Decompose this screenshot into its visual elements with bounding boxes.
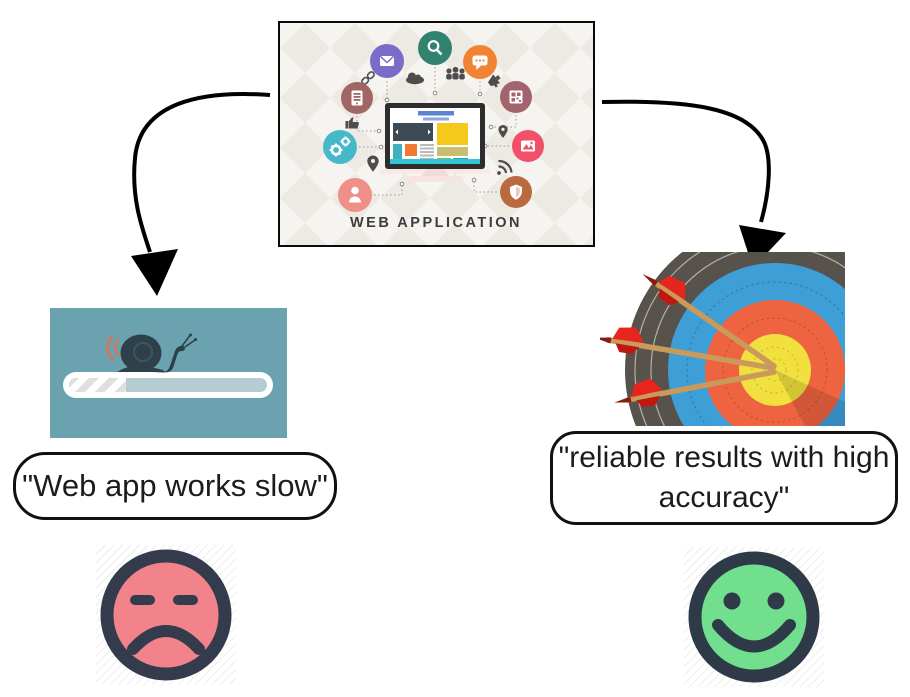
left-arrow — [131, 92, 271, 296]
web-application-caption: WEB APPLICATION — [350, 215, 522, 231]
web-application-illustration: WEB APPLICATION — [280, 23, 593, 245]
sad-face-icon — [100, 549, 232, 681]
image-icon — [512, 130, 544, 162]
slow-quote-text: "Web app works slow" — [22, 468, 328, 503]
location-pin-icon — [367, 155, 379, 172]
snail-icon — [106, 333, 197, 373]
mail-icon — [370, 44, 404, 78]
cloud-icon — [406, 72, 424, 85]
server-icon — [341, 82, 373, 114]
arrow-shaft-3 — [614, 369, 777, 408]
rss-signal-icon — [497, 159, 513, 175]
megaphone-icon — [487, 74, 501, 88]
snail-progress-illustration — [50, 308, 287, 438]
chat-icon — [463, 45, 497, 79]
user-icon — [338, 178, 372, 212]
web-application-image: WEB APPLICATION — [278, 21, 595, 247]
progress-bar — [63, 372, 273, 398]
left-arrowhead-icon — [131, 249, 178, 296]
accuracy-quote-bubble: "reliable results with high accuracy" — [550, 431, 898, 525]
happy-face-emoji — [684, 547, 824, 687]
right-arrow — [601, 99, 786, 268]
shield-icon — [500, 176, 532, 208]
gears-icon — [323, 130, 357, 164]
monitor — [380, 103, 490, 182]
accuracy-target-image — [594, 220, 910, 520]
progress-fill — [69, 378, 126, 392]
arrows-in-bullseye — [594, 273, 777, 408]
bullseye-illustration — [594, 220, 910, 520]
slow-quote-bubble: "Web app works slow" — [13, 452, 337, 520]
sad-face-emoji — [96, 545, 236, 685]
happy-face-icon — [688, 551, 820, 683]
circle-icons — [323, 31, 544, 212]
connector-nodes — [376, 90, 494, 187]
slow-loading-image — [50, 308, 287, 438]
location-pin-icon — [498, 125, 508, 138]
search-icon — [418, 31, 452, 65]
accuracy-quote-line-2: accuracy" — [658, 481, 790, 514]
qr-code-icon — [500, 81, 532, 113]
accuracy-quote-line-1: "reliable results with high — [558, 441, 890, 475]
arrow-shaft-1 — [642, 273, 777, 369]
small-glyphs — [345, 66, 513, 175]
arrow-shadow — [775, 370, 845, 426]
team-icon — [446, 66, 465, 80]
thumbs-up-icon — [345, 117, 359, 129]
